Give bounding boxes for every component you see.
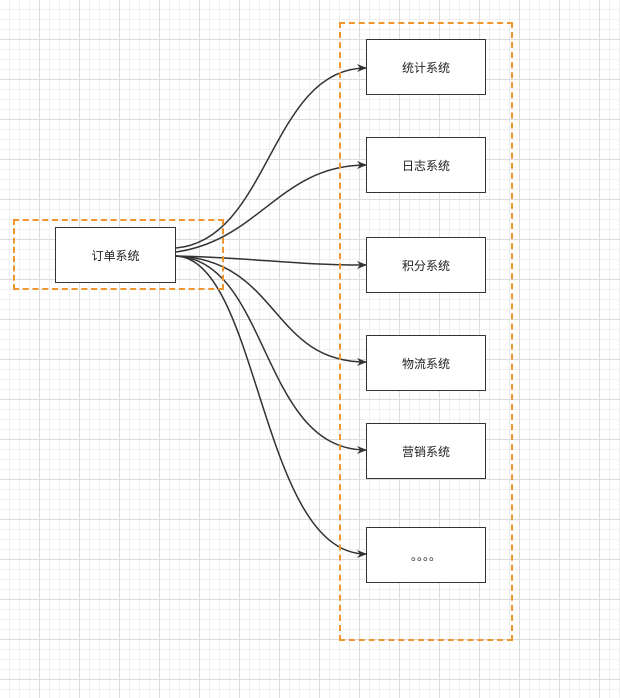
- target-node-4[interactable]: 物流系统: [366, 335, 486, 391]
- target-node-1[interactable]: 统计系统: [366, 39, 486, 95]
- target-node-label: 物流系统: [401, 356, 450, 371]
- target-node-label: 统计系统: [401, 60, 450, 75]
- target-node-6[interactable]: 。。。。: [366, 527, 486, 583]
- edge-to-target-6: [175, 255, 367, 558]
- target-node-label: 。。。。: [410, 548, 441, 563]
- target-node-label: 营销系统: [401, 444, 450, 459]
- edge-to-target-1: [175, 64, 367, 249]
- edge-to-target-5: [175, 255, 367, 454]
- source-node[interactable]: 订单系统: [55, 227, 176, 283]
- source-node-label: 订单系统: [91, 248, 140, 263]
- target-node-label: 积分系统: [401, 258, 450, 273]
- edges-group: [175, 64, 367, 558]
- edge-to-target-2: [175, 161, 367, 253]
- target-group-container: [339, 22, 513, 641]
- edge-to-target-4: [175, 255, 367, 366]
- target-node-5[interactable]: 营销系统: [366, 423, 486, 479]
- target-node-2[interactable]: 日志系统: [366, 137, 486, 193]
- source-group-container: [13, 219, 224, 290]
- target-node-label: 日志系统: [401, 158, 450, 173]
- target-node-3[interactable]: 积分系统: [366, 237, 486, 293]
